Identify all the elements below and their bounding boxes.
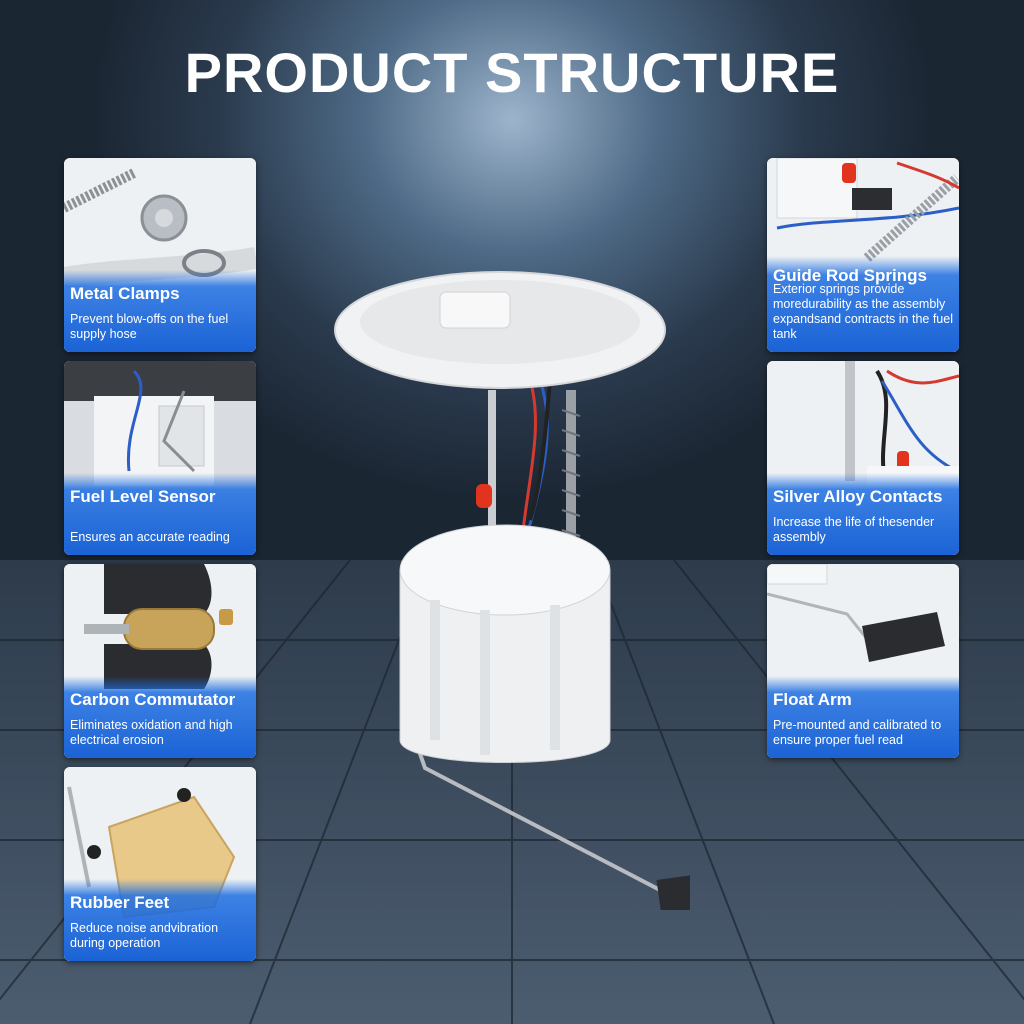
card-title: Rubber Feet — [70, 893, 170, 912]
card-description: Exterior springs provide moredurability … — [773, 282, 953, 341]
card-title: Silver Alloy Contacts — [773, 487, 943, 506]
card-description: Reduce noise andvibration during operati… — [70, 921, 219, 950]
card-silver-alloy-contacts: Silver Alloy Contacts Increase the life … — [767, 361, 959, 555]
card-title: Float Arm — [773, 690, 852, 709]
card-caption-band — [767, 256, 959, 352]
card-carbon-commutator: Carbon Commutator Eliminates oxidation a… — [64, 564, 256, 758]
card-caption-band — [767, 676, 959, 758]
card-description: Increase the life of thesender assembly — [773, 515, 935, 544]
card-metal-clamps: Metal Clamps Prevent blow-offs on the fu… — [64, 158, 256, 352]
card-float-arm: Float Arm Pre-mounted and calibrated to … — [767, 564, 959, 758]
card-guide-rod-springs: Guide Rod Springs Exterior springs provi… — [767, 158, 959, 352]
card-caption-band — [64, 270, 256, 352]
card-description: Pre-mounted and calibrated to ensure pro… — [773, 718, 942, 747]
card-title: Guide Rod Springs — [773, 266, 927, 285]
card-caption-band — [767, 473, 959, 555]
card-caption-band — [64, 473, 256, 555]
fuel-pump-assembly-image — [334, 271, 690, 910]
card-title: Fuel Level Sensor — [70, 487, 216, 506]
page-title: PRODUCT STRUCTURE — [184, 41, 840, 104]
card-fuel-level-sensor: Fuel Level Sensor Ensures an accurate re… — [64, 361, 256, 555]
card-description: Ensures an accurate reading — [70, 530, 230, 544]
card-title: Carbon Commutator — [70, 690, 236, 709]
card-rubber-feet: Rubber Feet Reduce noise andvibration du… — [64, 767, 256, 961]
card-caption-band — [64, 879, 256, 961]
card-description: Eliminates oxidation and high electrical… — [70, 718, 233, 747]
card-description: Prevent blow-offs on the fuel supply hos… — [70, 312, 229, 341]
card-caption-band — [64, 676, 256, 758]
card-title: Metal Clamps — [70, 284, 180, 303]
